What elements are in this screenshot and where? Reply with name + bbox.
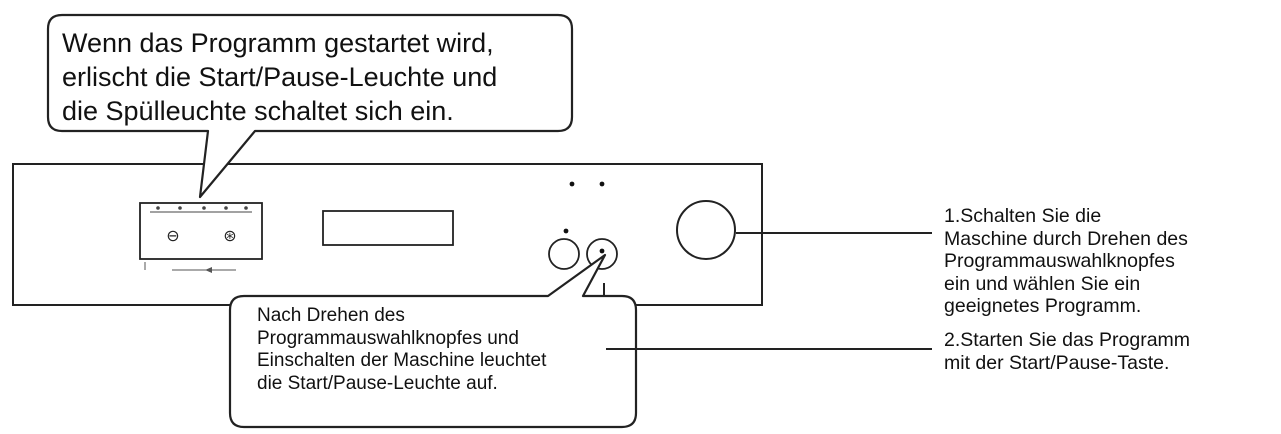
callout-top-line: Wenn das Programm gestartet wird, <box>62 28 494 58</box>
callout-bottom-line: die Start/Pause-Leuchte auf. <box>257 372 498 394</box>
arrow-left-icon <box>205 267 212 273</box>
step1-line: 1.Schalten Sie die <box>944 205 1102 227</box>
callout-top-text: Wenn das Programm gestartet wird, erlisc… <box>62 26 497 128</box>
callout-top-bubble <box>46 13 574 199</box>
option-button <box>548 238 580 270</box>
indicator-led <box>202 206 206 210</box>
callout-bottom-bubble <box>228 253 638 429</box>
minus-button-symbol: ⊖ <box>166 226 179 245</box>
callout-bottom-line: Nach Drehen des <box>257 305 405 326</box>
callout-top-line: erlischt die Start/Pause-Leuchte und <box>62 62 498 92</box>
indicator-led <box>178 206 182 210</box>
step1-line: geeignetes Programm. <box>944 295 1142 317</box>
button-module: ⊖ ⊛ <box>139 202 263 273</box>
callout-top-line: die Spülleuchte schaltet sich ein. <box>62 96 454 126</box>
indicator-dot <box>563 228 569 234</box>
start-pause-led <box>599 248 605 254</box>
step2-line: 2.Starten Sie das Programm <box>944 329 1191 351</box>
indicator-led <box>244 206 248 210</box>
program-knob <box>676 200 736 260</box>
step2-text: 2.Starten Sie das Programm mit der Start… <box>944 329 1190 374</box>
indicator-dot <box>569 181 575 187</box>
step1-text: 1.Schalten Sie die Maschine durch Drehen… <box>944 205 1188 318</box>
indicator-led <box>156 206 160 210</box>
step1-line: Maschine durch Drehen des <box>944 227 1188 250</box>
callout-bottom-line: Einschalten der Maschine leuchtet <box>257 350 547 371</box>
step1-line: ein und wählen Sie ein <box>944 272 1141 295</box>
indicator-led <box>224 206 228 210</box>
display-window <box>322 210 454 246</box>
plus-button-symbol: ⊛ <box>223 226 236 245</box>
callout-bottom-line: Programmauswahlknopfes und <box>257 327 519 349</box>
button-module-frame <box>139 202 263 260</box>
callout-bottom-text: Nach Drehen des Programmauswahlknopfes u… <box>257 305 546 395</box>
step2-line: mit der Start/Pause-Taste. <box>944 351 1170 374</box>
step1-line: Programmauswahlknopfes <box>944 250 1175 272</box>
indicator-dot <box>599 181 605 187</box>
